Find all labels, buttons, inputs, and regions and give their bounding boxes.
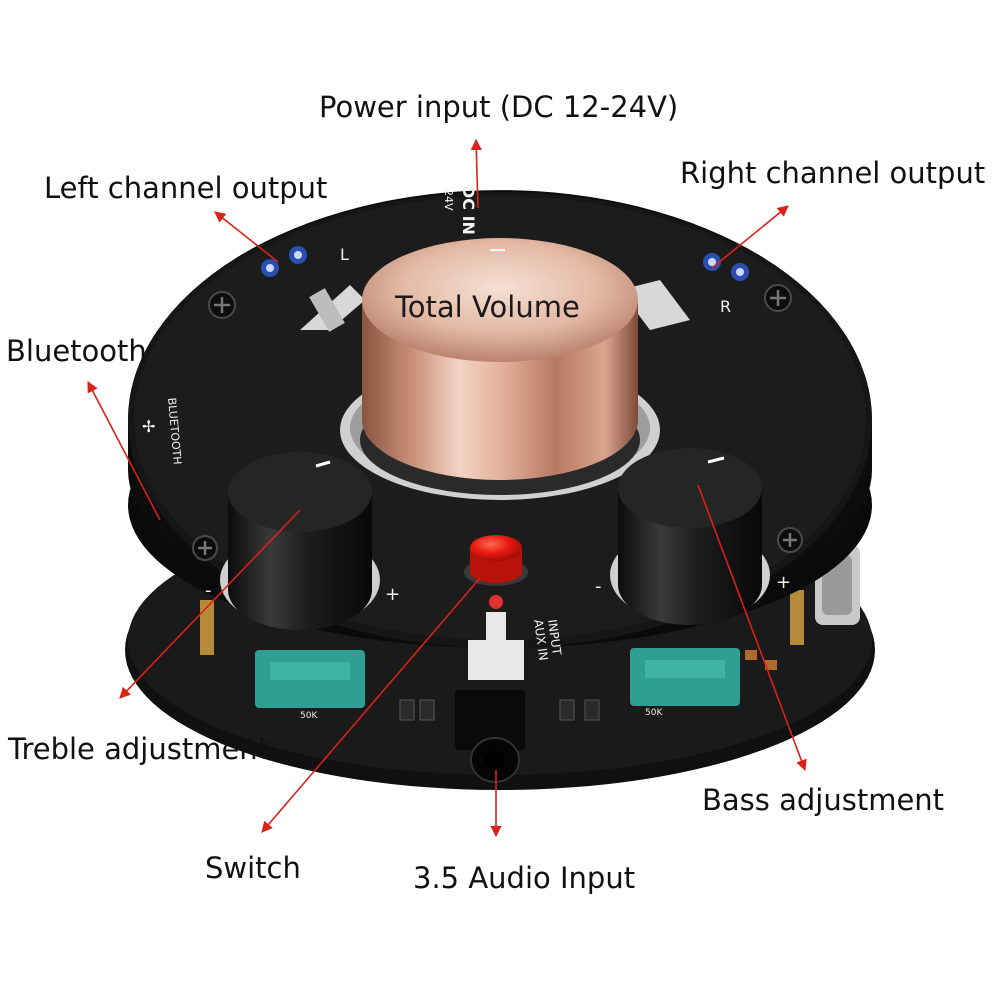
treble-minus: -	[205, 580, 212, 601]
right-channel-silk: R	[720, 297, 731, 316]
label-power-input: Power input (DC 12-24V)	[319, 90, 679, 124]
label-bass: Bass adjustment	[702, 783, 945, 817]
label-total-volume: Total Volume	[395, 290, 580, 324]
total-volume-knob	[340, 238, 660, 500]
label-right-channel: Right channel output	[680, 156, 986, 190]
mounting-screws	[192, 284, 803, 561]
annotation-arrows	[87, 138, 807, 838]
svg-text:BLUETOOTH: BLUETOOTH	[165, 397, 184, 465]
bluetooth-silkscreen: BLUETOOTH ✢	[142, 397, 184, 465]
arrow-left-channel	[214, 211, 279, 263]
bass-plus: +	[776, 572, 791, 593]
label-bluetooth: Bluetooth	[6, 334, 147, 368]
label-switch: Switch	[205, 851, 301, 885]
left-channel-silk: L	[340, 245, 349, 264]
arrow-switch	[261, 577, 481, 833]
left-speaker-terminal: L	[261, 245, 365, 332]
treble-plus: +	[385, 584, 400, 605]
pot-value-left: 50K	[300, 711, 318, 721]
arrow-treble	[119, 509, 301, 699]
bluetooth-icon: ✢	[142, 417, 155, 436]
bass-minus: -	[595, 576, 602, 597]
treble-knob: - +	[205, 452, 400, 630]
right-speaker-terminal: R	[620, 253, 749, 330]
audio-jack	[455, 690, 525, 750]
arrow-bass	[697, 484, 807, 772]
input-silkscreen: INPUT AUX IN	[531, 618, 564, 661]
svg-text:-24V: -24V	[442, 185, 455, 211]
arrow-right-channel	[711, 205, 789, 269]
arrow-bluetooth	[87, 381, 161, 521]
label-audio-input: 3.5 Audio Input	[413, 861, 636, 895]
pot-value-right: 50K	[645, 708, 663, 718]
bass-knob: - +	[595, 448, 791, 625]
arrow-power-input	[470, 138, 482, 209]
svg-text:DC IN: DC IN	[459, 185, 478, 235]
svg-text:INPUT: INPUT	[545, 618, 564, 656]
power-switch	[464, 535, 528, 680]
left-standoff	[200, 600, 214, 655]
svg-text:AUX IN: AUX IN	[531, 618, 551, 661]
dc-in-silkscreen: DC IN -24V	[442, 185, 478, 235]
right-standoff	[790, 590, 804, 645]
label-left-channel: Left channel output	[44, 171, 328, 205]
label-treble: Treble adjustment	[8, 732, 270, 766]
